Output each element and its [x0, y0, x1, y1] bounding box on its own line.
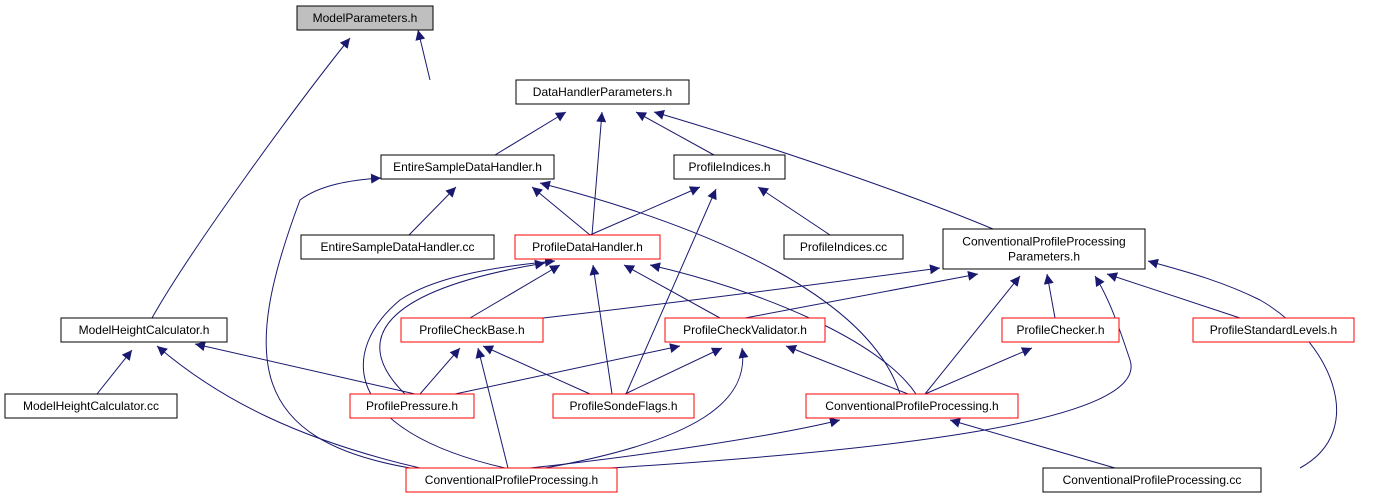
- include-edge-34: [624, 347, 723, 395]
- node-conventional-profile-processing-h-bottom[interactable]: ConventionalProfileProcessing.h: [405, 467, 618, 493]
- node-label: ModelHeightCalculator.cc: [23, 399, 159, 413]
- include-edge-20: [542, 264, 941, 319]
- node-label: ModelHeightCalculator.h: [79, 323, 210, 337]
- node-box: [783, 234, 904, 260]
- node-box: [349, 393, 475, 419]
- node-box: [1192, 317, 1355, 343]
- node-label: ProfileIndices.h: [688, 160, 770, 174]
- node-entire-sample-data-handler-h[interactable]: EntireSampleDataHandler.h: [380, 154, 555, 180]
- node-box: [405, 467, 618, 493]
- node-model-height-calculator-h[interactable]: ModelHeightCalculator.h: [60, 317, 228, 343]
- include-edge-4: [591, 111, 607, 236]
- node-box: [673, 154, 786, 180]
- node-box: [60, 317, 228, 343]
- include-edge-22: [1043, 273, 1056, 319]
- node-profile-pressure-h[interactable]: ProfilePressure.h: [349, 393, 475, 419]
- node-profile-check-validator-h[interactable]: ProfileCheckValidator.h: [664, 317, 826, 343]
- include-edge-7: [408, 186, 457, 236]
- nodes: ModelParameters.hDataHandlerParameters.h…: [4, 5, 1355, 493]
- edges: [96, 29, 1338, 469]
- node-label: ProfileCheckValidator.h: [683, 323, 807, 337]
- include-edge-38: [529, 417, 841, 469]
- include-edge-39: [949, 417, 1116, 469]
- include-edge-36: [544, 347, 749, 469]
- node-box: [300, 234, 495, 260]
- node-box: [380, 154, 555, 180]
- include-edge-11: [757, 186, 831, 236]
- include-edge-30: [419, 347, 461, 395]
- include-edge-37: [924, 347, 1033, 395]
- node-label: Parameters.h: [1008, 250, 1080, 264]
- include-edge-21: [744, 270, 979, 319]
- node-box: [664, 317, 826, 343]
- node-model-parameters-h: ModelParameters.h: [296, 5, 434, 31]
- node-box: [552, 393, 695, 419]
- node-label: ProfileDataHandler.h: [532, 240, 643, 254]
- include-edge-16: [623, 264, 721, 319]
- include-edge-14: [469, 264, 561, 319]
- include-edge-19: [362, 256, 556, 469]
- node-profile-indices-h[interactable]: ProfileIndices.h: [673, 154, 786, 180]
- node-label: ProfileIndices.cc: [800, 240, 887, 254]
- include-edge-5: [635, 111, 715, 156]
- node-box: [4, 393, 178, 419]
- include-edge-32: [475, 347, 509, 469]
- include-edge-31: [482, 345, 591, 395]
- include-edge-35: [785, 345, 909, 395]
- node-label: ConventionalProfileProcessing: [962, 235, 1125, 249]
- include-edge-15: [379, 259, 546, 395]
- node-conventional-profile-processing-cc[interactable]: ConventionalProfileProcessing.cc: [1042, 467, 1262, 493]
- include-edge-3: [494, 111, 567, 156]
- node-box: [805, 393, 1019, 419]
- node-label: ProfileStandardLevels.h: [1210, 323, 1337, 337]
- node-box: [942, 228, 1146, 270]
- node-label: ConventionalProfileProcessing.cc: [1063, 473, 1242, 487]
- node-label: ProfileSondeFlags.h: [569, 399, 677, 413]
- node-model-height-calculator-cc[interactable]: ModelHeightCalculator.cc: [4, 393, 178, 419]
- include-edge-29: [194, 341, 416, 395]
- node-conventional-profile-processing-parameters-h[interactable]: ConventionalProfileProcessingParameters.…: [942, 228, 1146, 270]
- node-box: [514, 234, 661, 260]
- node-label: ConventionalProfileProcessing.h: [825, 399, 998, 413]
- node-profile-checker-h[interactable]: ProfileChecker.h: [1001, 317, 1120, 343]
- node-box: [515, 79, 690, 105]
- include-edge-8: [531, 186, 591, 236]
- include-edge-12: [589, 186, 701, 236]
- node-data-handler-parameters-h[interactable]: DataHandlerParameters.h: [515, 79, 690, 105]
- node-label: EntireSampleDataHandler.cc: [320, 240, 474, 254]
- node-box: [1042, 467, 1262, 493]
- node-conventional-profile-processing-h-mid[interactable]: ConventionalProfileProcessing.h: [805, 393, 1019, 419]
- include-edge-18: [589, 264, 613, 395]
- node-profile-sonde-flags-h[interactable]: ProfileSondeFlags.h: [552, 393, 695, 419]
- include-edge-27: [96, 349, 133, 395]
- node-label: ProfileChecker.h: [1016, 323, 1104, 337]
- node-profile-indices-cc[interactable]: ProfileIndices.cc: [783, 234, 904, 260]
- node-profile-data-handler-h[interactable]: ProfileDataHandler.h: [514, 234, 661, 260]
- include-edge-25: [1147, 258, 1338, 469]
- include-edge-2: [151, 37, 351, 319]
- include-edge-1: [415, 29, 431, 81]
- node-entire-sample-data-handler-cc[interactable]: EntireSampleDataHandler.cc: [300, 234, 495, 260]
- node-box: [1001, 317, 1120, 343]
- include-edge-28: [156, 345, 421, 469]
- node-profile-standard-levels-h[interactable]: ProfileStandardLevels.h: [1192, 317, 1355, 343]
- include-edge-33: [454, 343, 681, 395]
- node-label: DataHandlerParameters.h: [533, 85, 672, 99]
- include-edge-24: [924, 275, 1021, 395]
- node-profile-check-base-h[interactable]: ProfileCheckBase.h: [400, 317, 544, 343]
- include-edge-23: [1106, 272, 1241, 319]
- node-label: ProfilePressure.h: [366, 399, 458, 413]
- include-edge-9: [539, 180, 901, 395]
- node-label: ModelParameters.h: [313, 11, 418, 25]
- include-edge-6: [653, 110, 994, 230]
- node-box: [296, 5, 434, 31]
- node-label: EntireSampleDataHandler.h: [393, 160, 542, 174]
- node-box: [400, 317, 544, 343]
- node-label: ConventionalProfileProcessing.h: [425, 473, 598, 487]
- node-label: ProfileCheckBase.h: [419, 323, 524, 337]
